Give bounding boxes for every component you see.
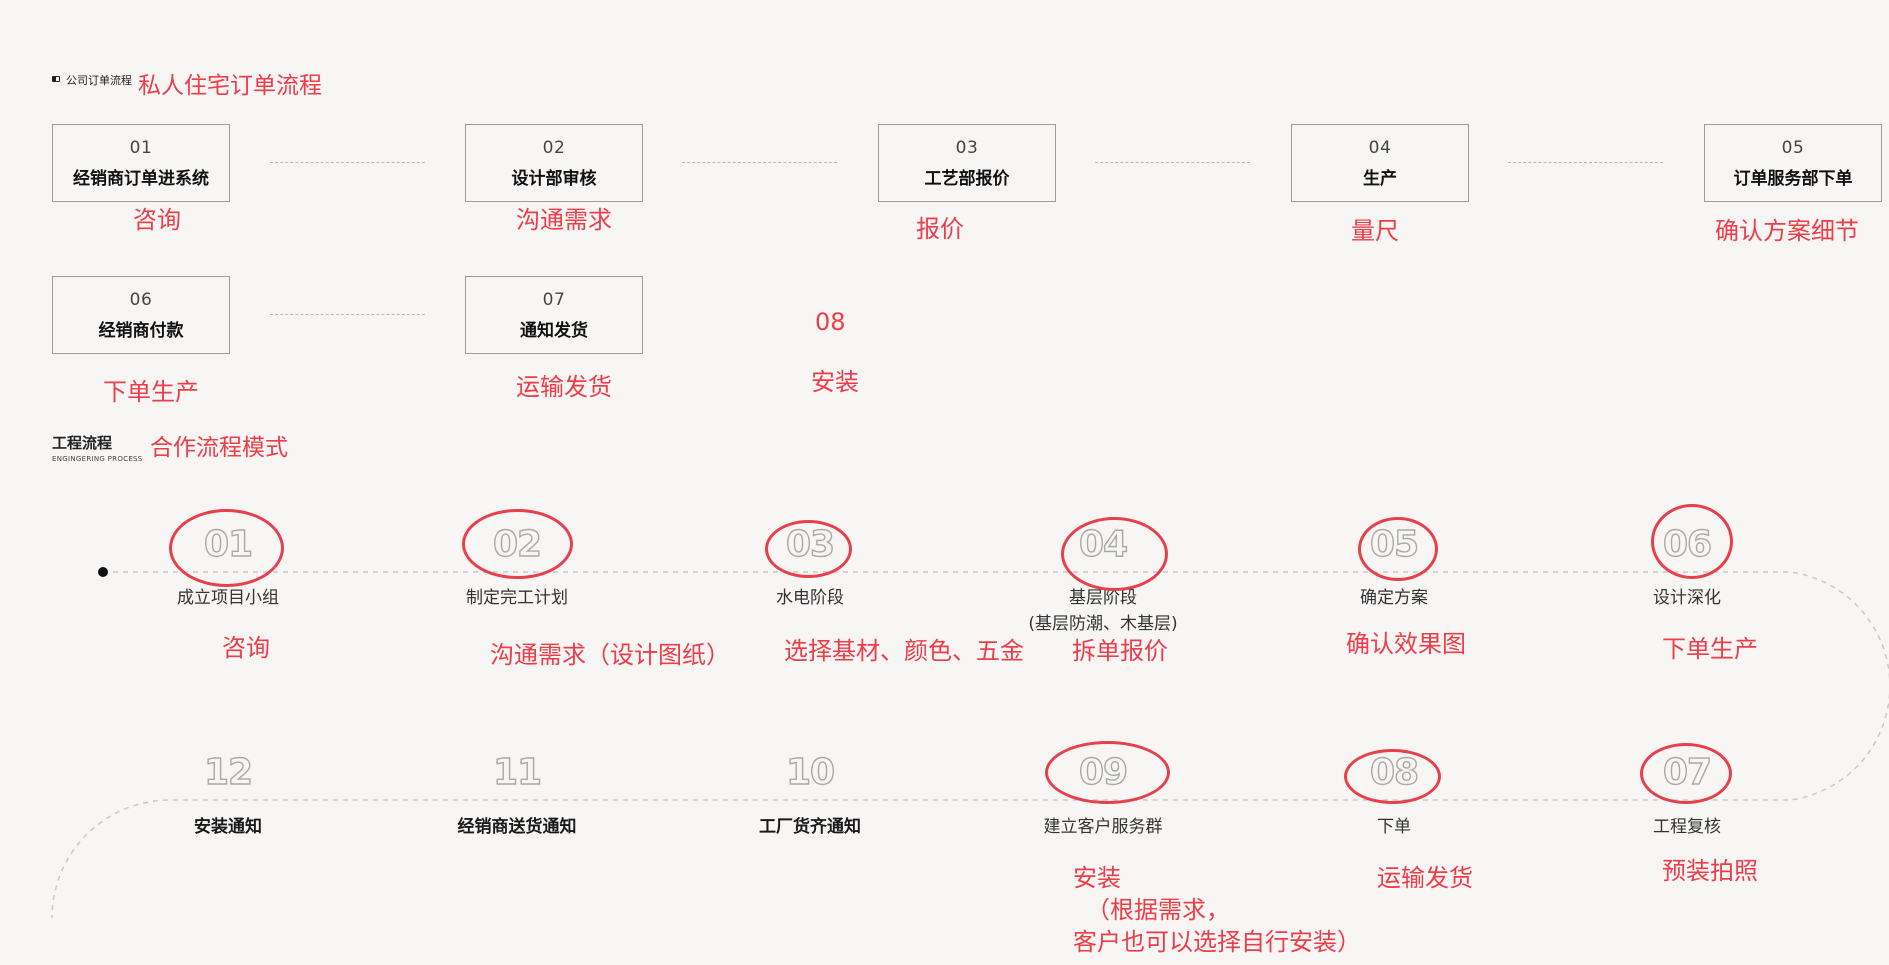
- process-annotation-line3: 客户也可以选择自行安装）: [1073, 928, 1361, 956]
- process-step-sublabel: (基层防潮、木基层): [1028, 614, 1178, 634]
- step-annotation: 确认方案细节: [1715, 217, 1859, 245]
- step-label: 生产: [1363, 169, 1397, 189]
- process-step-label: 设计深化: [1653, 588, 1721, 608]
- section2-annotation: 合作流程模式: [150, 435, 288, 461]
- step-number: 05: [1781, 138, 1805, 158]
- step-label: 设计部审核: [511, 169, 597, 189]
- step-annotation: 报价: [916, 215, 964, 243]
- step-annotation: 沟通需求: [516, 206, 612, 234]
- process-step-label: 工厂货齐通知: [759, 817, 861, 837]
- step-number: 04: [1368, 138, 1392, 158]
- highlight-circle: [169, 509, 284, 587]
- process-annotation: 确认效果图: [1346, 630, 1466, 658]
- step-label: 通知发货: [520, 321, 588, 341]
- highlight-circle: [1651, 504, 1733, 579]
- highlight-circle: [1344, 749, 1441, 804]
- step-number: 06: [129, 290, 153, 310]
- section2-title: 工程流程: [52, 434, 113, 452]
- process-step-label: 下单: [1377, 817, 1411, 837]
- section1-annotation: 私人住宅订单流程: [138, 73, 322, 99]
- step-annotation: 运输发货: [516, 373, 612, 401]
- connector-line: [1508, 162, 1663, 163]
- process-annotation-line2: （根据需求，: [1086, 896, 1230, 924]
- process-step-label: 制定完工计划: [466, 588, 568, 608]
- step-box-02: 02 设计部审核: [465, 124, 643, 202]
- step-box-03: 03 工艺部报价: [878, 124, 1056, 202]
- highlight-circle: [1640, 743, 1732, 804]
- process-step-label: 基层阶段: [1069, 588, 1137, 608]
- process-annotation: 咨询: [222, 634, 270, 662]
- process-annotation: 沟通需求（设计图纸）: [490, 641, 730, 669]
- process-annotation: 预装拍照: [1662, 857, 1758, 885]
- step-annotation: 下单生产: [103, 378, 199, 406]
- section1-title: 公司订单流程: [66, 74, 132, 87]
- step-annotation: 量尺: [1351, 217, 1399, 245]
- step-annotation: 咨询: [133, 206, 181, 234]
- process-annotation: 拆单报价: [1072, 637, 1168, 665]
- path-start-dot: [98, 567, 108, 577]
- step-08-number-annotation: 08: [815, 308, 846, 336]
- process-step-number: 12: [203, 751, 254, 793]
- process-step-number: 11: [492, 751, 543, 793]
- step-label: 经销商订单进系统: [73, 169, 209, 189]
- step-number: 03: [955, 138, 979, 158]
- step-number: 02: [542, 138, 566, 158]
- step-box-01: 01 经销商订单进系统: [52, 124, 230, 202]
- section2-subtitle: ENGINGERING PROCESS: [52, 455, 143, 463]
- process-annotation: 安装: [1073, 864, 1121, 892]
- step-number: 07: [542, 290, 566, 310]
- highlight-circle: [1045, 741, 1170, 804]
- step-label: 经销商付款: [98, 321, 184, 341]
- step-label: 工艺部报价: [924, 169, 1010, 189]
- process-step-number: 10: [785, 751, 836, 793]
- process-step-label: 水电阶段: [776, 588, 844, 608]
- highlight-circle: [765, 520, 852, 578]
- process-step-label: 成立项目小组: [177, 588, 279, 608]
- connector-line: [270, 162, 425, 163]
- step-box-05: 05 订单服务部下单: [1704, 124, 1882, 202]
- process-step-label: 经销商送货通知: [457, 817, 577, 837]
- process-step-label: 安装通知: [194, 817, 262, 837]
- process-step-label: 确定方案: [1360, 588, 1428, 608]
- process-step-label: 建立客户服务群: [1043, 817, 1163, 837]
- section-bullet-icon: [52, 76, 60, 82]
- process-annotation: 下单生产: [1662, 635, 1758, 663]
- step-box-06: 06 经销商付款: [52, 276, 230, 354]
- step-number: 01: [129, 138, 153, 158]
- step-label: 订单服务部下单: [1733, 169, 1853, 189]
- process-annotation: 选择基材、颜色、五金: [784, 637, 1024, 665]
- highlight-circle: [1358, 517, 1438, 581]
- connector-line: [1095, 162, 1250, 163]
- highlight-circle: [1061, 517, 1168, 591]
- step-08-annotation: 安装: [811, 368, 859, 396]
- process-annotation: 运输发货: [1377, 864, 1473, 892]
- connector-line: [270, 314, 425, 315]
- step-box-07: 07 通知发货: [465, 276, 643, 354]
- connector-line: [682, 162, 837, 163]
- step-box-04: 04 生产: [1291, 124, 1469, 202]
- process-step-label: 工程复核: [1653, 817, 1721, 837]
- highlight-circle: [462, 509, 573, 579]
